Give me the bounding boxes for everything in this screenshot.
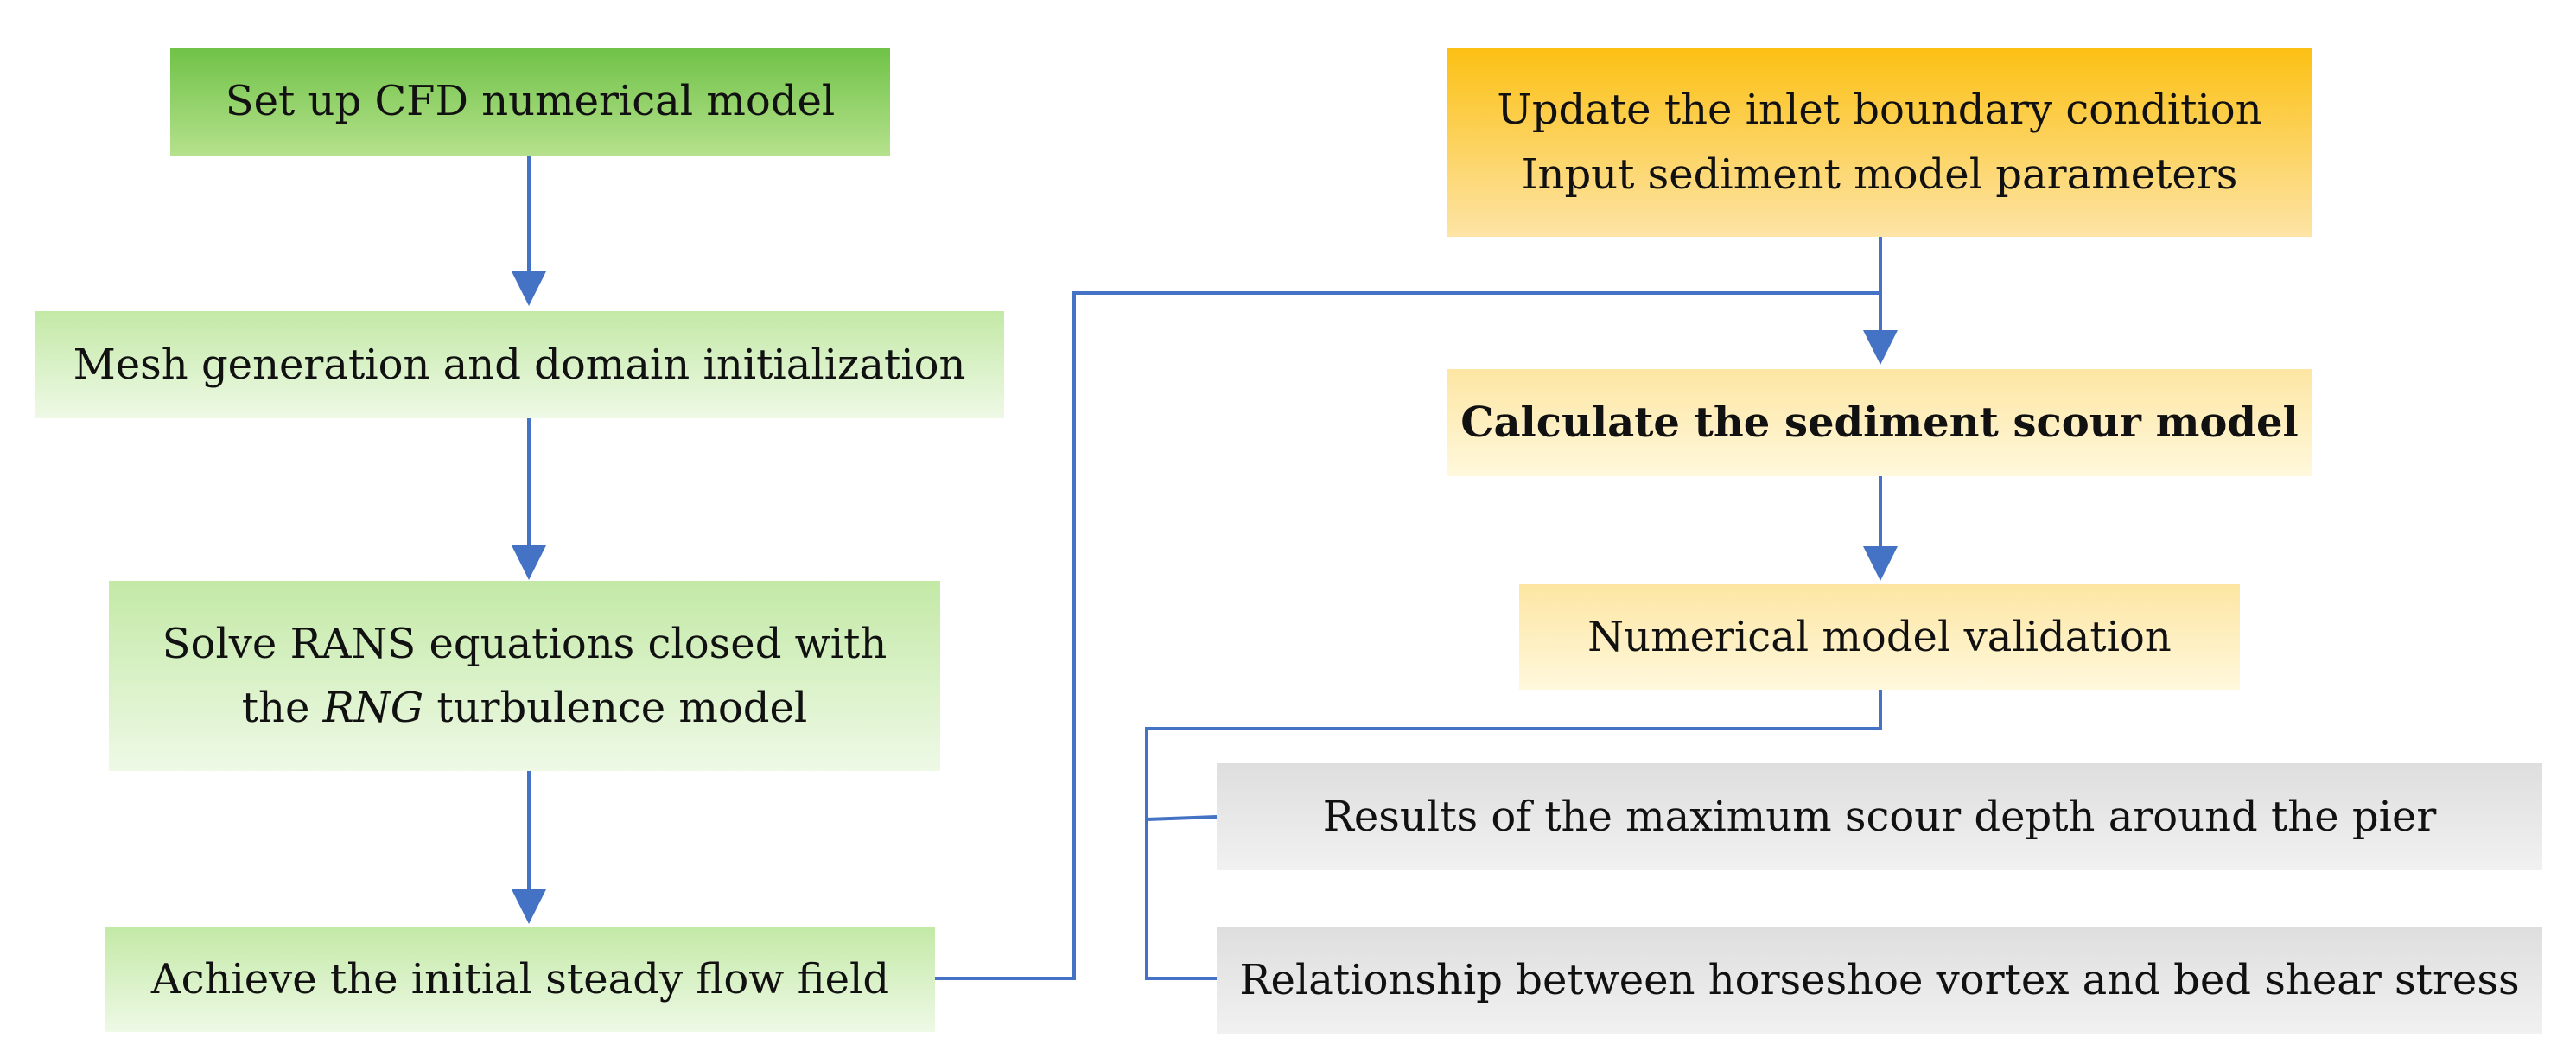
model-validation-box: Numerical model validation bbox=[1519, 584, 2240, 690]
mesh-generation-box: Mesh generation and domain initializatio… bbox=[35, 311, 1004, 418]
mesh-generation-text: Mesh generation and domain initializatio… bbox=[73, 340, 966, 389]
setup-cfd-model-box: Set up CFD numerical model bbox=[170, 48, 890, 156]
solve-rans-line2-prefix: the bbox=[241, 684, 323, 732]
calculate-scour-model-box: Calculate the sediment scour model bbox=[1447, 369, 2312, 476]
achieve-steady-flow-box: Achieve the initial steady flow field bbox=[105, 927, 935, 1032]
max-scour-depth-text: Results of the maximum scour depth aroun… bbox=[1322, 792, 2437, 841]
max-scour-depth-box: Results of the maximum scour depth aroun… bbox=[1217, 763, 2542, 870]
connector-validation-to-results bbox=[1145, 690, 1882, 980]
calculate-scour-model-text: Calculate the sediment scour model bbox=[1460, 398, 2299, 447]
update-inlet-line1: Update the inlet boundary condition bbox=[1497, 86, 2262, 135]
horseshoe-vortex-box: Relationship between horseshoe vortex an… bbox=[1217, 927, 2542, 1034]
achieve-steady-flow-text: Achieve the initial steady flow field bbox=[150, 954, 890, 1003]
solve-rans-box: Solve RANS equations closed with the RNG… bbox=[109, 581, 940, 771]
model-validation-text: Numerical model validation bbox=[1587, 612, 2172, 661]
solve-rans-line1: Solve RANS equations closed with bbox=[162, 619, 887, 668]
connector-achieve-to-update bbox=[935, 291, 1880, 980]
update-inlet-box: Update the inlet boundary condition Inpu… bbox=[1447, 48, 2312, 237]
connector-branch-max-scour bbox=[1146, 815, 1218, 821]
solve-rans-line2: the RNG turbulence model bbox=[242, 676, 808, 740]
solve-rans-line2-suffix: turbulence model bbox=[423, 684, 808, 732]
horseshoe-vortex-text: Relationship between horseshoe vortex an… bbox=[1239, 955, 2520, 1004]
setup-cfd-model-text: Set up CFD numerical model bbox=[225, 77, 836, 126]
rng-italic-label: RNG bbox=[322, 684, 424, 732]
input-sediment-line2: Input sediment model parameters bbox=[1521, 150, 2238, 199]
